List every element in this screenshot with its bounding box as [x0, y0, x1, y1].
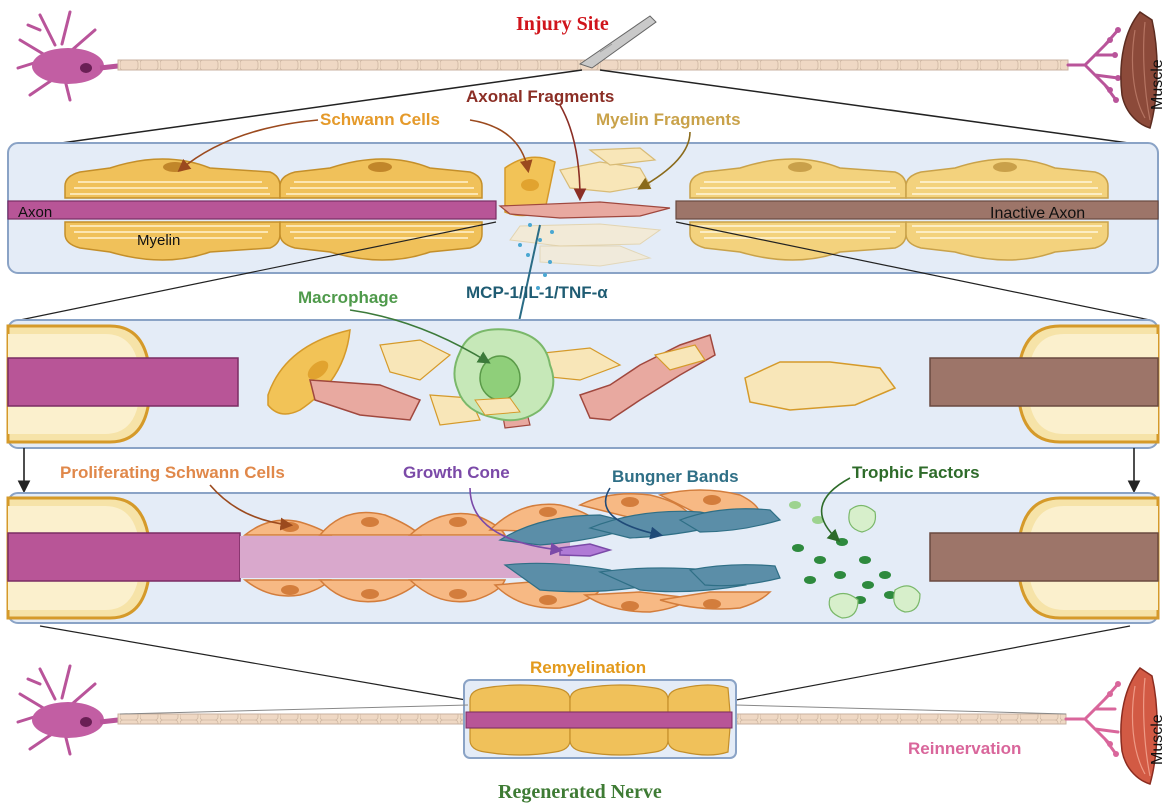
- nmj-bottom: [1064, 681, 1121, 757]
- top-neuron: [16, 10, 1158, 129]
- axon-regrowing: [7, 532, 241, 582]
- arrow-schwann-to-fragment: [469, 119, 533, 174]
- muscle-label-top: Muscle: [1149, 59, 1166, 110]
- regenerated-axon-strip-left: [117, 713, 469, 725]
- arrow-bungner-bands: [604, 487, 664, 540]
- remyelination-label: Remyelination: [530, 658, 646, 677]
- scalpel-icon: [578, 15, 657, 69]
- myelin-fragment: [653, 344, 706, 371]
- macrophage-label: Macrophage: [298, 288, 398, 307]
- arrow-macrophage: [349, 309, 491, 364]
- panel-3-regeneration: [6, 489, 1160, 624]
- axonal-fragments-label: Axonal Fragments: [466, 87, 614, 106]
- myelin-sheath-left: [64, 158, 483, 261]
- degeneration-zone: [498, 147, 671, 290]
- axon-stump-right: [929, 532, 1159, 582]
- myelin-fragments-label: Myelin Fragments: [596, 110, 741, 129]
- muscle-icon-bottom: [1120, 667, 1158, 785]
- panel-1-degeneration: Axon Myelin Inactive Axon: [7, 142, 1159, 290]
- zoom-line: [735, 625, 1131, 701]
- panel-2-debris-clearance: [6, 319, 1160, 449]
- axon-stump-right: [929, 357, 1159, 407]
- neuron-soma-bottom: [16, 664, 119, 756]
- zoom-line: [675, 221, 1151, 321]
- regenerated-axon-strip-right: [735, 713, 1067, 725]
- nmj-top: [1066, 27, 1121, 103]
- arrow-myelin-fragments: [637, 131, 691, 190]
- zoom-line: [599, 69, 1151, 147]
- axon-segment-inactive: [675, 200, 1159, 220]
- arrow-trophic-factors: [820, 477, 851, 543]
- myelin-label: Myelin: [137, 232, 180, 249]
- bungner-band-top: [498, 508, 782, 546]
- muscle-icon-top: [1120, 11, 1158, 129]
- neuron-soma-top: [16, 10, 119, 102]
- axon-segment-healthy: [7, 200, 497, 220]
- remyelinated-segment: [465, 684, 733, 756]
- myelin-sheath-right: [689, 158, 1109, 261]
- trophic-factors: [789, 501, 921, 619]
- bungner-bands-label: Bungner Bands: [612, 467, 739, 486]
- arrow-proliferating: [209, 484, 294, 531]
- reinnervation-label: Reinnervation: [908, 739, 1021, 758]
- axon-label: Axon: [18, 204, 52, 221]
- proliferating-schwann-label: Proliferating Schwann Cells: [60, 463, 285, 482]
- schwann-cells-label: Schwann Cells: [320, 110, 440, 129]
- bungner-band-bottom: [503, 562, 781, 593]
- cytokine-label: MCP-1/IL-1/TNF-α: [466, 283, 608, 302]
- injury-site-label: Injury Site: [516, 13, 609, 35]
- zoom-line: [39, 69, 583, 147]
- myelin-fragment: [744, 361, 897, 411]
- muscle-label-bottom: Muscle: [1149, 714, 1166, 765]
- zoom-line: [735, 704, 1067, 715]
- growth-cone-label: Growth Cone: [403, 463, 510, 482]
- zoom-line: [39, 625, 467, 701]
- axon-stump-left: [7, 357, 239, 407]
- myelin-fragment: [379, 339, 452, 381]
- arrow-growth-cone: [469, 487, 564, 556]
- trophic-factors-label: Trophic Factors: [852, 463, 980, 482]
- regenerated-nerve-label: Regenerated Nerve: [498, 781, 662, 803]
- axon-fragment: [309, 379, 422, 421]
- arrow-schwann-to-cell: [177, 119, 319, 173]
- arrow-axonal-fragments: [559, 104, 587, 202]
- zoom-line: [119, 704, 469, 715]
- bottom-neuron: [16, 664, 1158, 785]
- inactive-axon-label: Inactive Axon: [990, 205, 1085, 222]
- zoom-line: [19, 221, 497, 321]
